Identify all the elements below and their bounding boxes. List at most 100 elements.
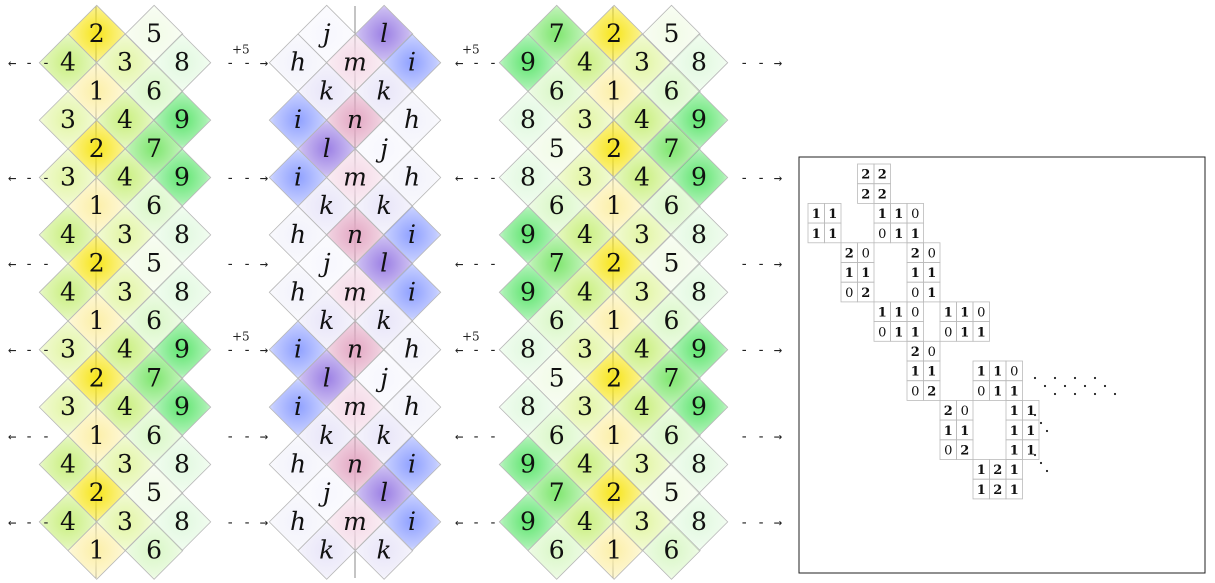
matrix-value: 1 bbox=[1026, 404, 1035, 419]
tile-label: 4 bbox=[60, 450, 76, 479]
matrix-value: 0 bbox=[911, 306, 919, 321]
tile-label: 8 bbox=[520, 105, 536, 134]
arrow-label: ← - - bbox=[8, 515, 50, 531]
ellipsis-dot bbox=[1083, 384, 1087, 388]
ellipsis-dot bbox=[1039, 461, 1043, 465]
tile-label: 9 bbox=[691, 105, 707, 134]
matrix-value: 1 bbox=[977, 483, 986, 498]
tile-1 bbox=[584, 521, 644, 580]
tile-label: 6 bbox=[664, 421, 680, 450]
tile-label: 8 bbox=[174, 507, 190, 536]
arrow-label: ← - - bbox=[455, 257, 497, 273]
tile-label: 4 bbox=[577, 48, 593, 77]
matrix-value: 1 bbox=[828, 207, 837, 222]
matrix-value: 1 bbox=[894, 325, 903, 340]
tile-label: 8 bbox=[520, 335, 536, 364]
tile-label: m bbox=[343, 392, 367, 421]
tile-1 bbox=[67, 521, 126, 580]
arrow-label: ← - - bbox=[455, 56, 497, 72]
matrix-value: 1 bbox=[828, 227, 837, 242]
tile-label: l bbox=[380, 478, 388, 507]
tile-label: 3 bbox=[117, 48, 133, 77]
matrix-value: 0 bbox=[911, 384, 919, 399]
arrow-label: - - → bbox=[226, 343, 268, 359]
matrix-value: 0 bbox=[911, 207, 919, 222]
matrix-value: 0 bbox=[977, 306, 985, 321]
tile-label: k bbox=[319, 536, 334, 565]
tile-label: 2 bbox=[89, 478, 105, 507]
matrix-value: 2 bbox=[878, 187, 887, 202]
tile-label: 4 bbox=[634, 105, 650, 134]
matrix-cell bbox=[1022, 439, 1040, 460]
tile-label: 4 bbox=[60, 220, 76, 249]
matrix-value: 0 bbox=[862, 247, 870, 262]
arrow-label: - - → bbox=[740, 257, 782, 273]
matrix-value: 1 bbox=[944, 306, 953, 321]
tile-label: 4 bbox=[634, 392, 650, 421]
ellipsis-dot bbox=[1045, 429, 1049, 433]
tile-label: 6 bbox=[146, 536, 162, 565]
plus-five-label: +5 bbox=[232, 43, 250, 57]
tile-label: 4 bbox=[117, 335, 133, 364]
tile-label: l bbox=[380, 19, 388, 48]
tile-label: 3 bbox=[634, 48, 650, 77]
tile-label: 4 bbox=[60, 507, 76, 536]
tile-label: 3 bbox=[577, 163, 593, 192]
matrix-value: 0 bbox=[961, 404, 969, 419]
arrow-label: ← - - bbox=[455, 515, 497, 531]
tile-label: i bbox=[408, 507, 416, 536]
tile-label: 3 bbox=[634, 450, 650, 479]
matrix-value: 0 bbox=[911, 286, 919, 301]
matrix-value: 2 bbox=[927, 384, 936, 399]
tile-label: 4 bbox=[117, 105, 133, 134]
tile-label: h bbox=[404, 163, 420, 192]
tile-label: h bbox=[290, 220, 306, 249]
tile-label: i bbox=[294, 392, 302, 421]
ellipsis-dot bbox=[1043, 384, 1047, 388]
matrix-value: 0 bbox=[977, 384, 985, 399]
tile-label: 3 bbox=[634, 220, 650, 249]
matrix-value: 0 bbox=[928, 345, 936, 360]
matrix-value: 2 bbox=[993, 463, 1002, 478]
tile-label: 9 bbox=[691, 392, 707, 421]
matrix-value: 1 bbox=[1010, 384, 1019, 399]
tile-label: k bbox=[319, 76, 334, 105]
tile-label: n bbox=[347, 220, 363, 249]
matrix-value: 1 bbox=[894, 207, 903, 222]
tile-label: k bbox=[377, 191, 392, 220]
tile-label: 2 bbox=[89, 363, 105, 392]
tile-label: 7 bbox=[549, 478, 565, 507]
tile-label: 5 bbox=[146, 19, 162, 48]
matrix-value: 1 bbox=[944, 424, 953, 439]
matrix-value: 2 bbox=[911, 247, 920, 262]
matrix-value: 2 bbox=[960, 444, 969, 459]
tile-label: l bbox=[380, 249, 388, 278]
tile-label: k bbox=[319, 306, 334, 335]
matrix-value: 1 bbox=[812, 207, 821, 222]
tile-label: 8 bbox=[691, 277, 707, 306]
tile-label: 8 bbox=[174, 450, 190, 479]
tile-label: 7 bbox=[146, 363, 162, 392]
tile-label: 3 bbox=[60, 105, 76, 134]
tile-label: 9 bbox=[691, 163, 707, 192]
tile-label: 3 bbox=[117, 450, 133, 479]
tile-label: 6 bbox=[549, 191, 565, 220]
matrix-value: 1 bbox=[927, 365, 936, 380]
matrix-value: 1 bbox=[1026, 424, 1035, 439]
tile-6 bbox=[642, 521, 701, 580]
matrix-cell bbox=[923, 281, 941, 303]
tile-label: h bbox=[290, 507, 306, 536]
matrix-value: 1 bbox=[1010, 463, 1019, 478]
tile-label: 6 bbox=[664, 306, 680, 335]
tile-label: 6 bbox=[664, 191, 680, 220]
tile-label: 1 bbox=[606, 536, 622, 565]
tile-label: 3 bbox=[577, 392, 593, 421]
tile-label: 1 bbox=[89, 191, 105, 220]
tile-label: 8 bbox=[691, 220, 707, 249]
tile-label: 4 bbox=[577, 507, 593, 536]
tile-label: 2 bbox=[606, 363, 622, 392]
tile-label: 4 bbox=[60, 277, 76, 306]
tile-label: n bbox=[347, 450, 363, 479]
matrix-cell bbox=[956, 439, 974, 460]
